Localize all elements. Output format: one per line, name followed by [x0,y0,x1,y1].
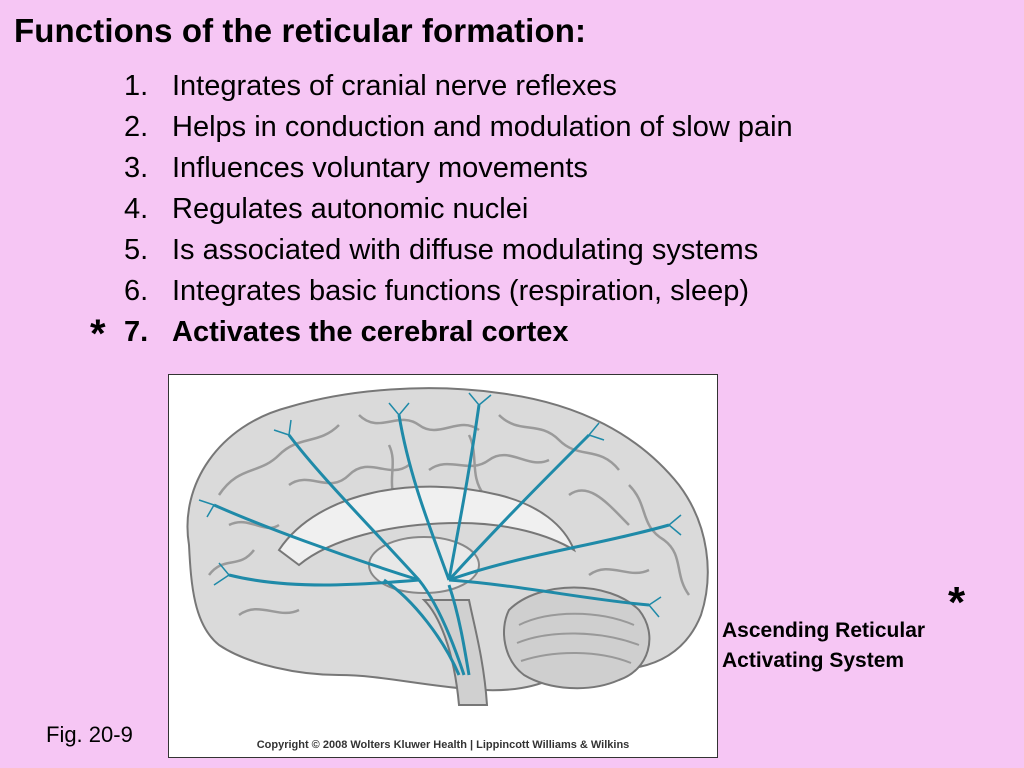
item-number: 7. [124,316,149,348]
highlight-asterisk: * [90,312,106,356]
slide-title: Functions of the reticular formation: [14,12,587,49]
list-item: 6. Integrates basic functions (respiratio… [124,275,749,315]
figure-caption: Ascending Reticular Activating System [722,616,925,676]
figure-copyright: Copyright © 2008 Wolters Kluwer Health |… [256,739,630,751]
caption-line-1: Ascending Reticular [722,619,926,642]
caption-asterisk: * [948,578,966,627]
caption-line-2: Activating System [722,649,905,672]
list-item: 1. Integrates of cranial nerve reflexes [124,70,617,110]
item-text: Helps in conduction and modulation of sl… [172,111,793,143]
item-text: Is associated with diffuse modulating sy… [172,234,759,266]
figure-label: Fig. 20-9 [46,722,133,747]
item-text: Influences voluntary movements [172,152,588,184]
item-text: Activates the cerebral cortex [172,316,569,348]
cerebellum [503,586,651,690]
item-number: 5. [124,234,149,266]
list-item-highlighted: 7. Activates the cerebral cortex [124,316,569,356]
item-number: 4. [124,193,149,225]
list-item: 2. Helps in conduction and modulation of … [124,111,793,151]
item-text: Integrates basic functions (respiration,… [172,275,750,307]
arousal-pathway [213,404,670,676]
brain-illustration [186,387,709,706]
item-number: 2. [124,111,149,143]
corpus-callosum [277,485,577,567]
item-number: 1. [124,70,149,102]
pathway-branches [198,392,682,618]
list-item: 5. Is associated with diffuse modulating … [124,234,758,274]
item-number: 3. [124,152,149,184]
list-item: 4. Regulates autonomic nuclei [124,193,528,233]
item-number: 6. [124,275,149,307]
cerebellum-folia [516,612,640,664]
brain-figure: Copyright © 2008 Wolters Kluwer Health |… [168,374,718,758]
gyri-texture [208,414,691,617]
item-text: Integrates of cranial nerve reflexes [172,70,617,102]
list-item: 3. Influences voluntary movements [124,152,588,192]
item-text: Regulates autonomic nuclei [172,193,529,225]
